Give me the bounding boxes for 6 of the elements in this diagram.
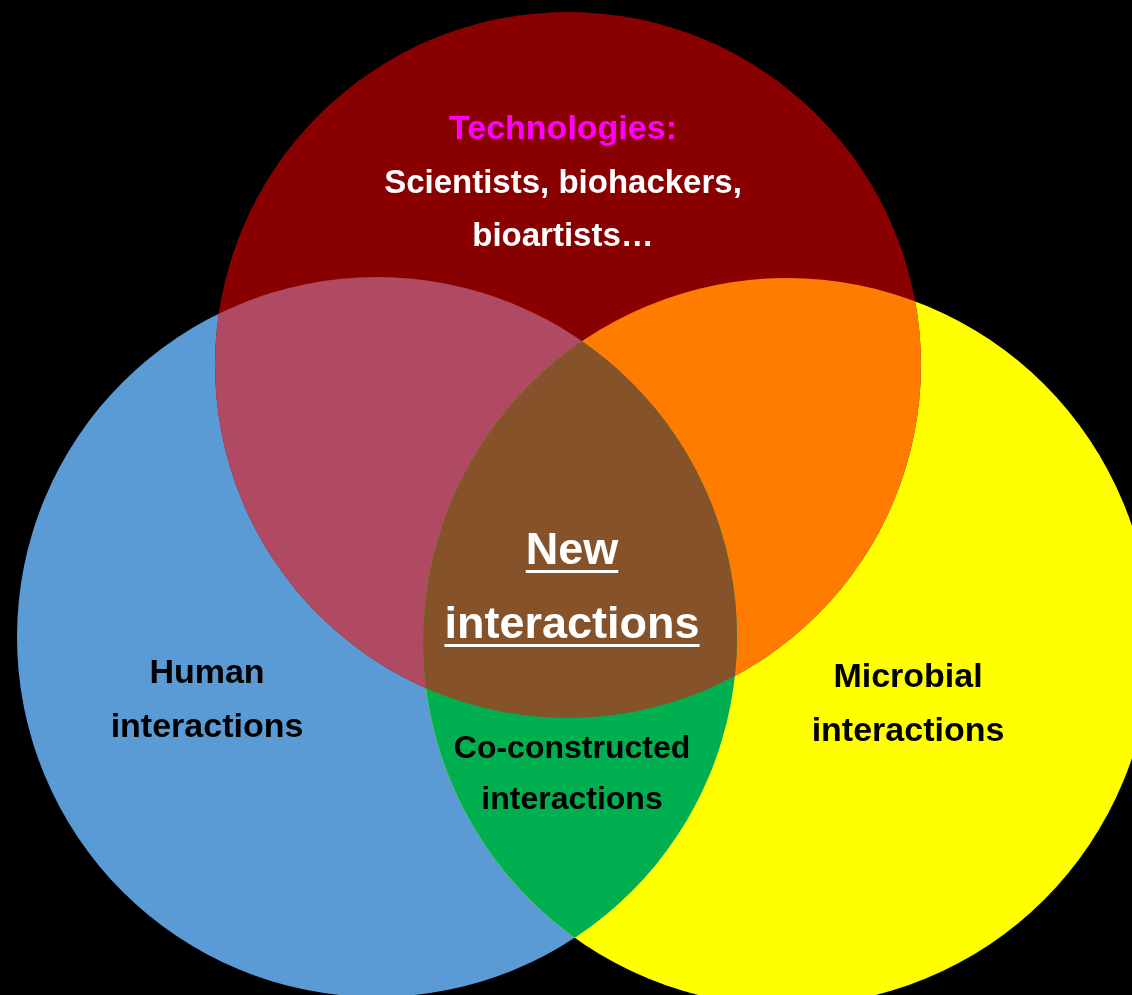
region-label: Microbial interactions xyxy=(810,655,1006,751)
description: Scientists, biohackers, bioartists… xyxy=(383,162,743,255)
center-label: New interactions xyxy=(443,522,701,651)
heading: Technologies: xyxy=(448,107,678,148)
region-label: Co-constructed interactions xyxy=(452,728,692,819)
region-label: Human interactions xyxy=(109,651,305,747)
